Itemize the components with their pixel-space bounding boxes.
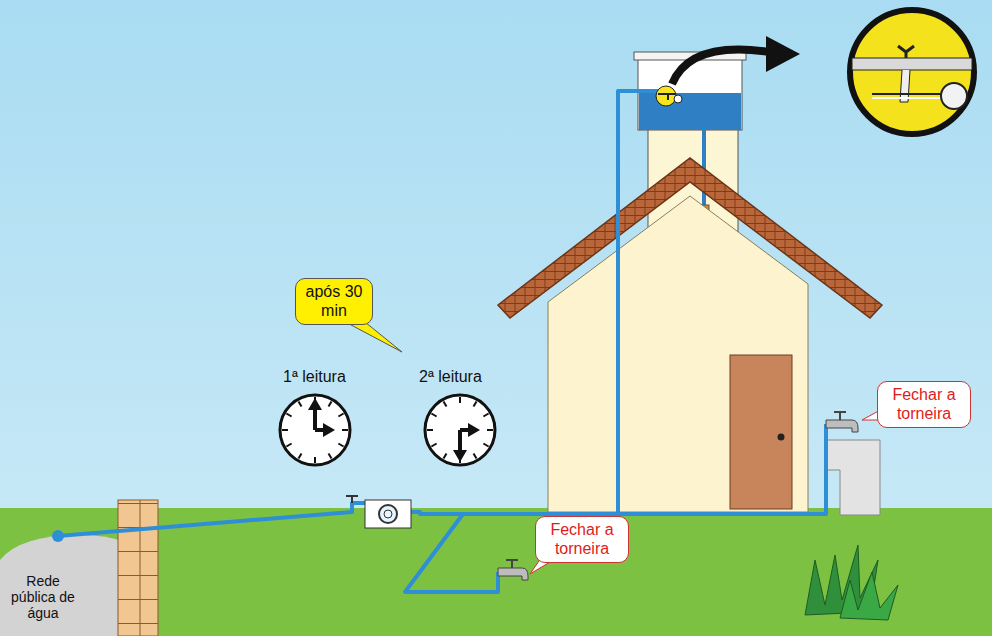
zoom-detail <box>850 10 974 134</box>
meter-dials <box>280 395 495 465</box>
house-wall <box>548 196 808 512</box>
network-connection <box>52 530 64 542</box>
grass-tuft <box>805 545 898 620</box>
callout-text: após 30 min <box>301 283 367 320</box>
reading-label: 2ª leitura <box>419 368 482 386</box>
faucet <box>498 560 528 580</box>
door <box>730 355 792 509</box>
callout-text: Fechar a torneira <box>541 521 623 558</box>
network-label: Rede pública de água <box>3 573 83 621</box>
warning-callout: Fechar a torneira <box>535 516 629 563</box>
water-meter <box>346 496 411 528</box>
zoom-arrowhead <box>766 36 800 72</box>
float-valve <box>656 86 682 106</box>
clock-dial <box>280 395 350 465</box>
warning-callout: Fechar a torneira <box>877 381 971 428</box>
reading-label: 1ª leitura <box>283 368 346 386</box>
pipes <box>58 91 826 592</box>
zoom-arrow <box>672 49 770 84</box>
door-knob <box>778 434 785 441</box>
clock-dial <box>425 395 495 465</box>
brick-wall <box>118 500 158 636</box>
callout-bubble: após 30 min <box>295 278 373 325</box>
callout-text: Fechar a torneira <box>883 386 965 423</box>
sink <box>826 440 880 515</box>
faucet <box>826 412 858 432</box>
